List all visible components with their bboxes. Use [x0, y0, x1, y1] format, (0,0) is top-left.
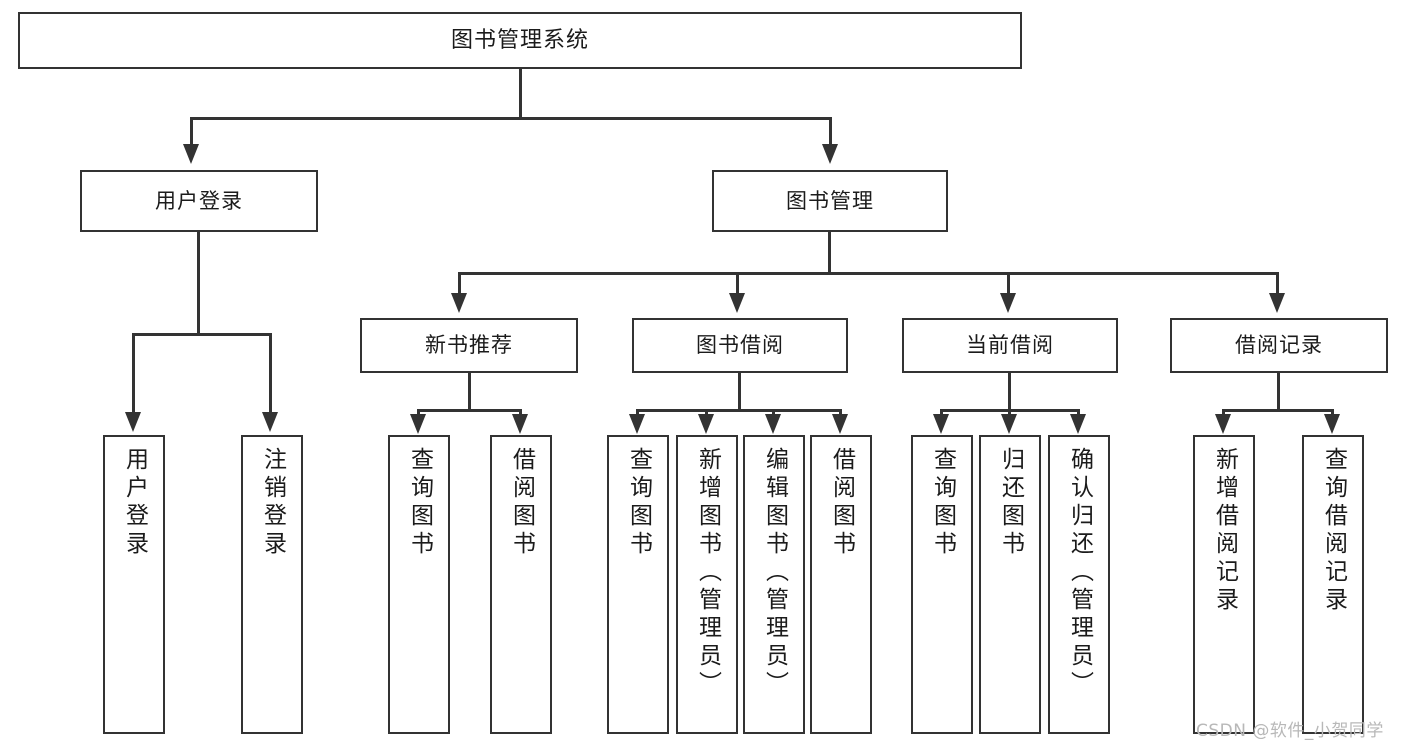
edge-bm-drop-4: [1276, 272, 1279, 294]
node-label: 编辑图书（管理员）: [761, 447, 788, 699]
edge-book-management-stem: [828, 232, 831, 274]
edge-cb-drop-2: [1008, 409, 1011, 417]
edge-user-login-stem: [197, 232, 200, 335]
node-root-system[interactable]: 图书管理系统: [18, 12, 1022, 69]
node-label: 归还图书: [997, 447, 1024, 559]
node-label: 当前借阅: [966, 333, 1054, 358]
leaf-user-login[interactable]: 用户登录: [103, 435, 165, 734]
edge-root-drop-left: [190, 117, 193, 145]
node-label: 查询图书: [406, 447, 433, 559]
edge-root-stem: [519, 69, 522, 119]
leaf-borrow-book-nbr[interactable]: 借阅图书: [490, 435, 552, 734]
edge-cb-drop-1: [940, 409, 943, 417]
leaf-borrow-book-bb[interactable]: 借阅图书: [810, 435, 872, 734]
edge-bm-drop-1: [458, 272, 461, 294]
arrowhead-to-current-borrow: [1000, 293, 1016, 313]
edge-user-login-drop-1: [132, 333, 135, 413]
edge-bb-drop-2: [705, 409, 708, 417]
node-label: 新增借阅记录: [1211, 447, 1238, 615]
leaf-query-book-cb[interactable]: 查询图书: [911, 435, 973, 734]
node-label: 借阅记录: [1235, 333, 1323, 358]
arrowhead-to-leaf-add-book: [698, 414, 714, 434]
arrowhead-to-user-login: [183, 144, 199, 164]
node-label: 确认归还（管理员）: [1066, 447, 1093, 699]
leaf-query-book-bb[interactable]: 查询图书: [607, 435, 669, 734]
node-user-login[interactable]: 用户登录: [80, 170, 318, 232]
node-label: 查询图书: [929, 447, 956, 559]
leaf-add-record[interactable]: 新增借阅记录: [1193, 435, 1255, 734]
node-label: 新书推荐: [425, 333, 513, 358]
arrowhead-to-book-borrow: [729, 293, 745, 313]
edge-bm-drop-3: [1007, 272, 1010, 294]
arrowhead-to-leaf-edit-book: [765, 414, 781, 434]
node-label: 借阅图书: [508, 447, 535, 559]
edge-bb-bus: [636, 409, 842, 412]
arrowhead-to-leaf-user-login: [125, 412, 141, 432]
edge-root-drop-right: [829, 117, 832, 145]
node-label: 图书管理系统: [450, 27, 589, 53]
arrowhead-to-borrow-record: [1269, 293, 1285, 313]
node-current-borrow[interactable]: 当前借阅: [902, 318, 1118, 373]
edge-br-bus: [1222, 409, 1334, 412]
edge-user-login-drop-2: [269, 333, 272, 413]
edge-br-stem: [1277, 373, 1280, 411]
leaf-query-record[interactable]: 查询借阅记录: [1302, 435, 1364, 734]
csdn-watermark: CSDN @软件_小贺同学: [1196, 721, 1384, 741]
edge-cb-stem: [1008, 373, 1011, 411]
edge-nbr-stem: [468, 373, 471, 411]
arrowhead-to-leaf-add-record: [1215, 414, 1231, 434]
edge-br-drop-2: [1331, 409, 1334, 417]
arrowhead-to-leaf-logout: [262, 412, 278, 432]
arrowhead-to-leaf-query-record: [1324, 414, 1340, 434]
arrowhead-to-leaf-query-book-nbr: [410, 414, 426, 434]
edge-bm-drop-2: [736, 272, 739, 294]
edge-br-drop-1: [1222, 409, 1225, 417]
leaf-confirm-return[interactable]: 确认归还（管理员）: [1048, 435, 1110, 734]
node-label: 用户登录: [121, 447, 148, 559]
arrowhead-to-book-management: [822, 144, 838, 164]
arrowhead-to-new-book-recommend: [451, 293, 467, 313]
node-label: 图书借阅: [696, 333, 784, 358]
edge-nbr-bus: [417, 409, 522, 412]
node-book-borrow[interactable]: 图书借阅: [632, 318, 848, 373]
edge-root-bus: [190, 117, 832, 120]
arrowhead-to-leaf-borrow-book-bb: [832, 414, 848, 434]
node-new-book-recommend[interactable]: 新书推荐: [360, 318, 578, 373]
node-label: 查询图书: [625, 447, 652, 559]
leaf-query-book-nbr[interactable]: 查询图书: [388, 435, 450, 734]
edge-bb-stem: [738, 373, 741, 411]
edge-bb-drop-3: [772, 409, 775, 417]
arrowhead-to-leaf-query-book-bb: [629, 414, 645, 434]
node-label: 注销登录: [259, 447, 286, 559]
edge-nbr-drop-1: [417, 409, 420, 417]
edge-book-management-bus: [458, 272, 1279, 275]
node-label: 新增图书（管理员）: [694, 447, 721, 699]
arrowhead-to-leaf-return-book: [1001, 414, 1017, 434]
leaf-return-book[interactable]: 归还图书: [979, 435, 1041, 734]
arrowhead-to-leaf-query-book-cb: [933, 414, 949, 434]
node-book-management[interactable]: 图书管理: [712, 170, 948, 232]
node-label: 图书管理: [786, 188, 874, 213]
edge-user-login-bus: [132, 333, 272, 336]
leaf-add-book[interactable]: 新增图书（管理员）: [676, 435, 738, 734]
edge-nbr-drop-2: [519, 409, 522, 417]
node-label: 借阅图书: [828, 447, 855, 559]
arrowhead-to-leaf-confirm-return: [1070, 414, 1086, 434]
edge-cb-drop-3: [1077, 409, 1080, 417]
node-label: 查询借阅记录: [1320, 447, 1347, 615]
node-borrow-record[interactable]: 借阅记录: [1170, 318, 1388, 373]
arrowhead-to-leaf-borrow-book-nbr: [512, 414, 528, 434]
node-label: 用户登录: [155, 188, 243, 213]
edge-bb-drop-4: [839, 409, 842, 417]
leaf-edit-book[interactable]: 编辑图书（管理员）: [743, 435, 805, 734]
edge-bb-drop-1: [636, 409, 639, 417]
leaf-logout[interactable]: 注销登录: [241, 435, 303, 734]
